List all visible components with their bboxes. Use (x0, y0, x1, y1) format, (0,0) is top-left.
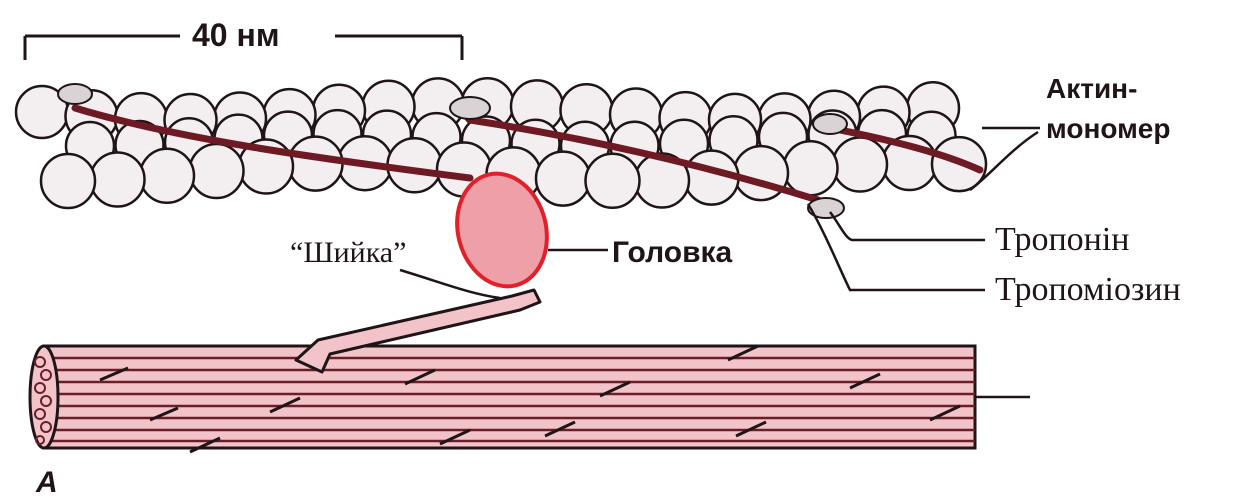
neck-label: “Шийка” (290, 236, 406, 269)
actin-monomer-label-2: мономер (1046, 113, 1170, 144)
troponin-leader (830, 212, 985, 240)
actin-monomer (536, 152, 590, 206)
actin-monomer-label-1: Актин- (1046, 73, 1137, 104)
myosin-bundle-body (44, 346, 975, 448)
actin-monomer (289, 137, 343, 191)
myosin-thick-filament (30, 346, 1030, 452)
troponin (58, 84, 92, 104)
scale-label: 40 нм (192, 17, 279, 53)
actin-monomer (140, 149, 194, 203)
head-label: Головка (612, 236, 733, 269)
actin-monomer (91, 153, 145, 207)
troponin-label: Тропонін (995, 221, 1130, 258)
troponin (813, 114, 847, 134)
tropomyosin-label: Тропоміозин (995, 271, 1181, 308)
troponin (450, 97, 490, 119)
actin-monomer (586, 154, 640, 208)
actin-monomer (784, 141, 838, 195)
actin-monomer (41, 154, 95, 208)
panel-label: А (35, 466, 58, 499)
actin-monomer (833, 138, 887, 192)
actin-monomer (190, 144, 244, 198)
